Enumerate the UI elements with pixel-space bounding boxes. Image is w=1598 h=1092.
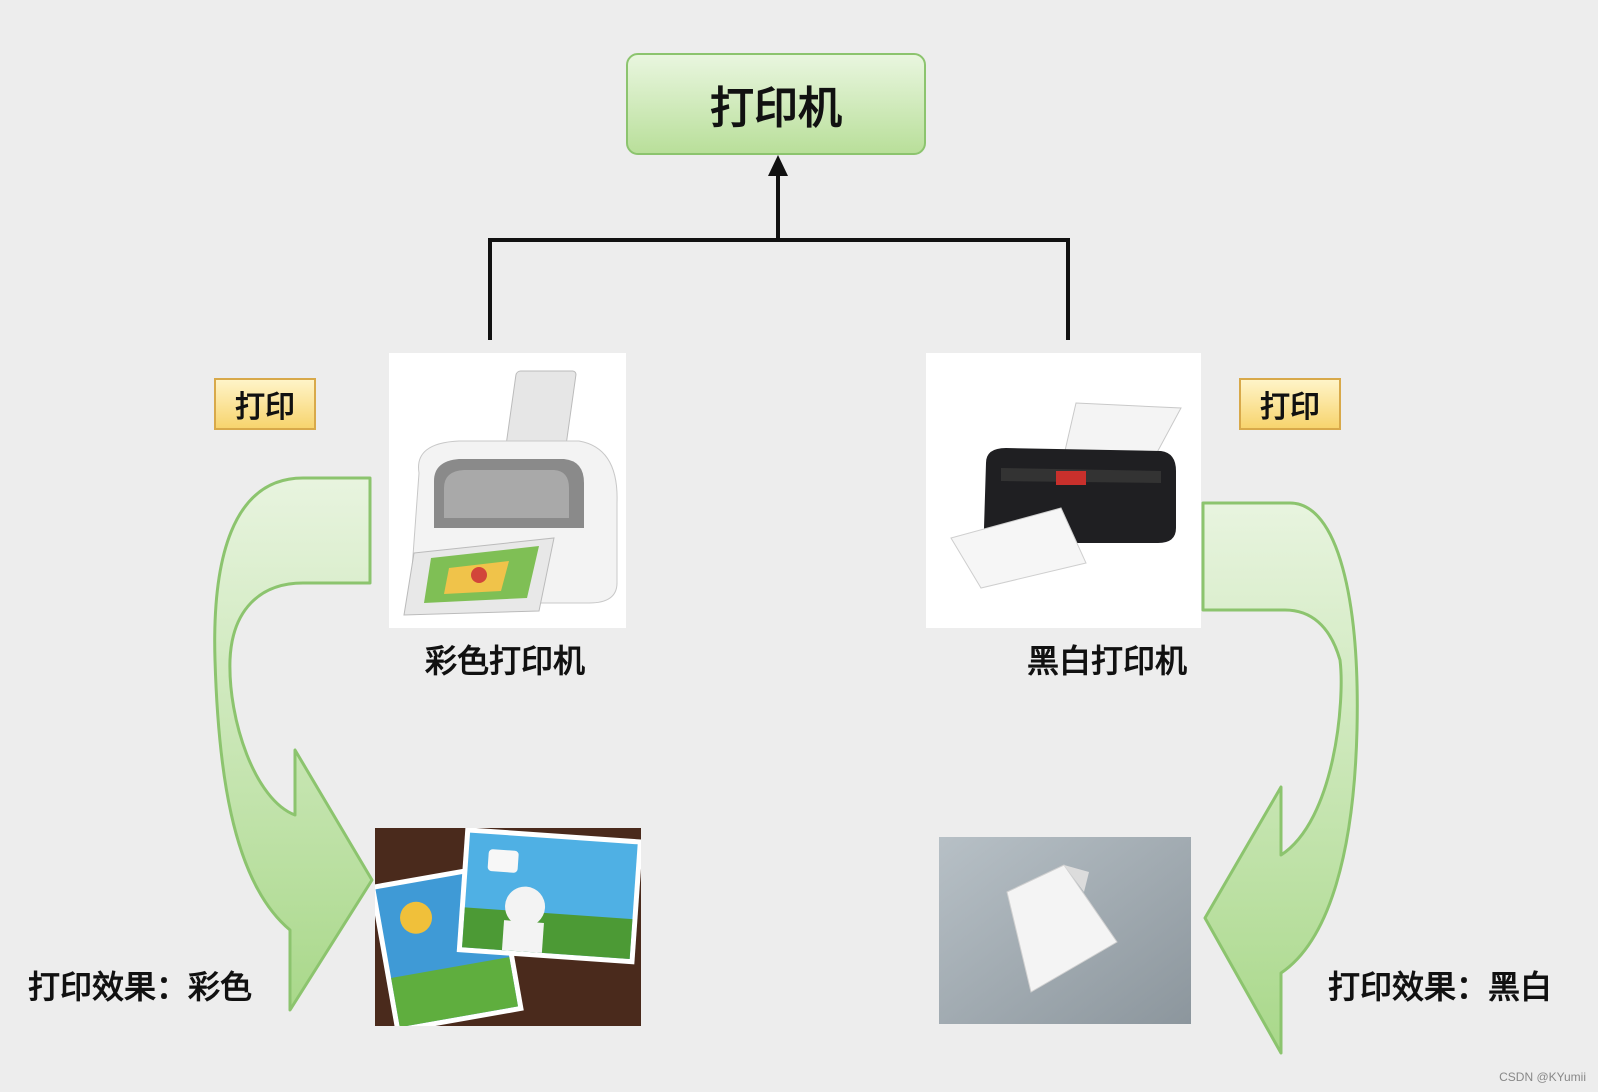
left-curved-arrow [213,476,374,1012]
watermark-text: CSDN @KYumii [1499,1070,1586,1084]
black-printer-label: 黑白打印机 [1027,642,1188,680]
black-result-label: 打印效果：黑白 [1328,968,1553,1006]
color-printer-image [389,353,626,628]
inheritance-arrowhead [768,155,788,176]
black-printer-image [926,353,1201,628]
inheritance-connector [488,170,1070,340]
color-result-label: 打印效果：彩色 [28,968,253,1006]
right-print-action-badge: 打印 [1239,378,1341,430]
color-prints-photo [375,828,641,1026]
left-print-action-label: 打印 [235,390,295,425]
blank-paper-photo [939,837,1191,1024]
root-node-label: 打印机 [710,83,842,134]
right-curved-arrow [1201,501,1359,1055]
color-printer-label: 彩色打印机 [425,642,586,680]
right-print-action-label: 打印 [1260,390,1320,425]
black-printer-icon [950,402,1182,589]
color-prints-icon [375,828,641,1026]
blank-paper-icon [939,837,1191,1024]
color-printer-icon [403,370,618,616]
root-node-printer: 打印机 [626,53,926,155]
left-print-action-badge: 打印 [214,378,316,430]
